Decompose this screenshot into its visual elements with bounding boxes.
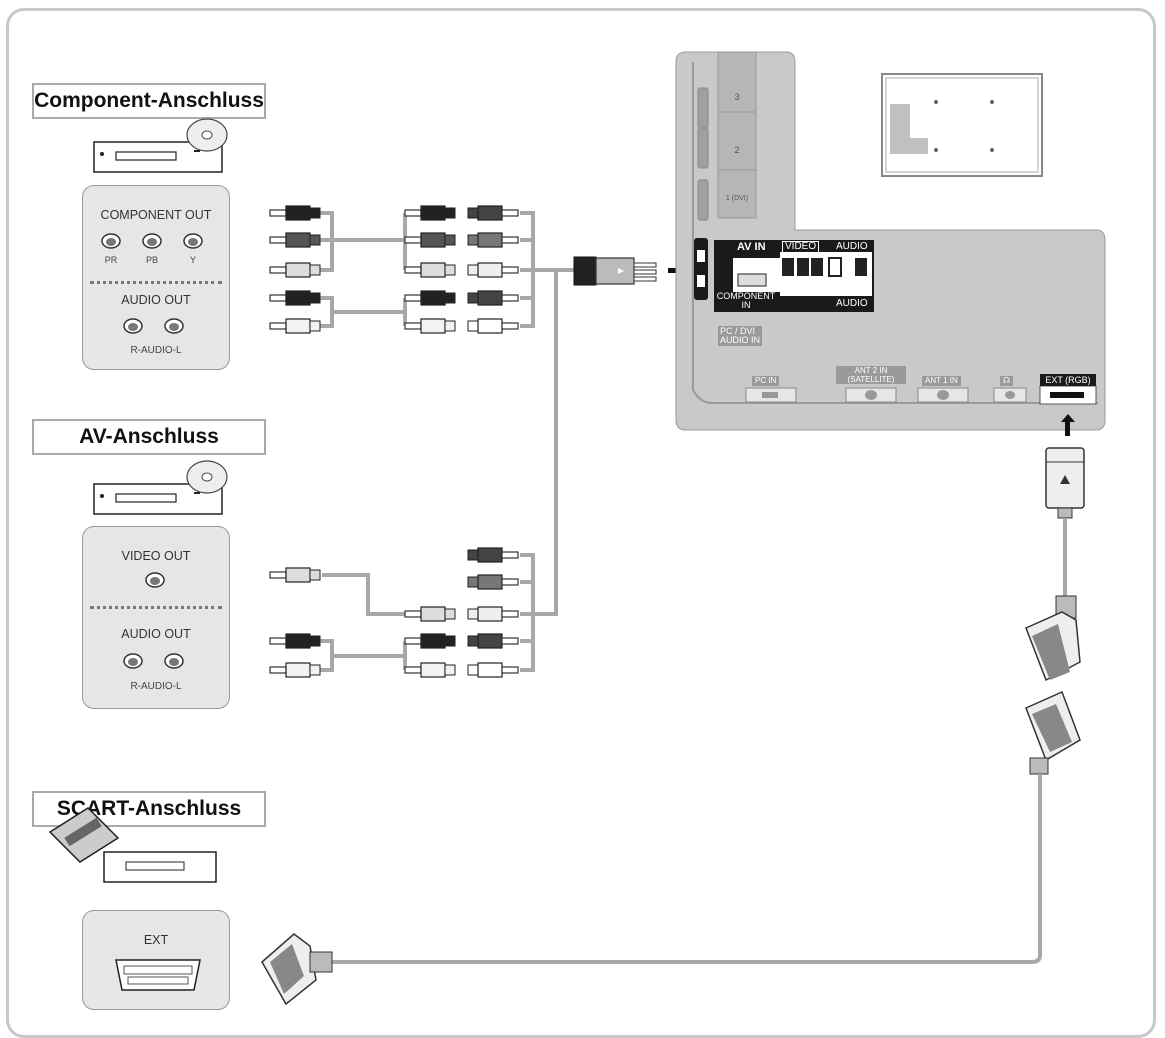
hdmi-label-1-dvi: 1 (DVI) <box>725 195 749 202</box>
hdmi-label-3: 3 <box>734 92 740 102</box>
component-out-panel <box>82 185 230 370</box>
rca-plug <box>269 662 321 678</box>
ant2-in-label: ANT 2 IN (SATELLITE) <box>836 366 906 384</box>
av-out-panel <box>82 526 230 709</box>
scart-cable <box>320 774 1042 964</box>
component-audio-jacks-label: R-AUDIO-L <box>130 345 182 356</box>
ant2-line1: ANT 2 IN <box>854 366 888 375</box>
rca-plug <box>269 633 321 649</box>
rca-plug <box>467 205 519 221</box>
rca-plug <box>404 232 456 248</box>
rca-plug <box>404 290 456 306</box>
av-cables <box>320 553 535 672</box>
rca-plug <box>467 574 519 590</box>
bottom-ports <box>745 385 1097 405</box>
panel-divider <box>90 606 222 609</box>
scart-section-title: SCART-Anschluss <box>32 791 266 827</box>
video-out-jack <box>145 572 165 588</box>
component-in-label: COMPONENT IN <box>714 292 778 310</box>
pc-dvi-audio-in-label: PC / DVI AUDIO IN <box>718 326 763 346</box>
rca-plug <box>269 205 321 221</box>
audio-lr-label-bottom: AUDIO <box>836 298 868 309</box>
rca-plug <box>269 318 321 334</box>
scart-plug-angled <box>1025 595 1081 682</box>
scart-plug-top <box>1045 447 1085 519</box>
rca-plug <box>404 662 456 678</box>
rca-plug <box>467 318 519 334</box>
pc-in-label: PC IN <box>752 376 780 386</box>
scart-port-icon <box>115 959 201 991</box>
rca-plug <box>404 633 456 649</box>
pc-dvi-line2: AUDIO IN <box>720 335 761 345</box>
audio-jack-l <box>164 318 184 334</box>
connection-diagram <box>48 51 1106 1006</box>
hdmi-label-2: 2 <box>734 145 740 155</box>
panel-divider <box>90 281 222 284</box>
arrow-up-icon <box>1061 414 1075 436</box>
hdmi-ports <box>697 51 757 221</box>
pc-dvi-line1: PC / DVI <box>720 326 756 336</box>
component-out-label: COMPONENT OUT <box>100 208 212 222</box>
av-in-label: AV IN <box>737 241 766 253</box>
ant1-in-label: ANT 1 IN <box>922 376 961 386</box>
av-section-title: AV-Anschluss <box>32 419 266 455</box>
rca-plug <box>269 232 321 248</box>
rca-plug <box>467 633 519 649</box>
rca-plug <box>467 662 519 678</box>
dvd-player-icon <box>93 460 228 515</box>
rca-plug <box>467 606 519 622</box>
av-audio-jacks-label: R-AUDIO-L <box>130 681 182 692</box>
headphone-icon: ☊ <box>1000 376 1014 386</box>
video-out-label: VIDEO OUT <box>121 549 191 563</box>
av-adapter-plug <box>573 256 657 286</box>
rca-plug <box>269 262 321 278</box>
tv-rear-panel <box>675 51 1106 431</box>
component-jack-y <box>183 233 203 249</box>
scart-ext-label: EXT <box>143 933 169 947</box>
rca-plug <box>404 262 456 278</box>
dvd-player-icon <box>93 118 228 173</box>
ext-rgb-label: EXT (RGB) <box>1040 374 1096 386</box>
video-label: VIDEO <box>782 241 820 253</box>
component-jack-pr <box>101 233 121 249</box>
wall-mount-icon <box>881 73 1043 177</box>
rca-plug <box>269 290 321 306</box>
scart-plug-bottom <box>261 933 333 1006</box>
audio-jack-r <box>123 318 143 334</box>
rca-plug <box>404 205 456 221</box>
scart-ext-panel <box>82 910 230 1010</box>
rca-plug <box>467 232 519 248</box>
audio-jack-r <box>123 653 143 669</box>
audio-jack-l <box>164 653 184 669</box>
rca-plug <box>467 262 519 278</box>
rca-plug <box>404 318 456 334</box>
rca-plug <box>269 567 321 583</box>
rca-plug <box>467 547 519 563</box>
jack-label-y: Y <box>189 255 196 265</box>
jack-label-pb: PB <box>145 255 158 265</box>
av-component-in-block <box>694 238 874 312</box>
rca-plug <box>467 290 519 306</box>
component-in-line2: IN <box>741 300 751 310</box>
scart-plug-angled <box>1025 690 1081 775</box>
component-in-line1: COMPONENT <box>716 291 776 301</box>
vcr-player-icon <box>48 807 217 883</box>
av-audio-out-label: AUDIO OUT <box>121 627 191 641</box>
audio-lr-label: AUDIO <box>836 241 868 252</box>
jack-label-pr: PR <box>104 255 118 265</box>
component-audio-out-label: AUDIO OUT <box>121 293 191 307</box>
rca-plug <box>404 606 456 622</box>
component-jack-pb <box>142 233 162 249</box>
ant2-line2: (SATELLITE) <box>847 375 895 384</box>
component-section-title: Component-Anschluss <box>32 83 266 119</box>
